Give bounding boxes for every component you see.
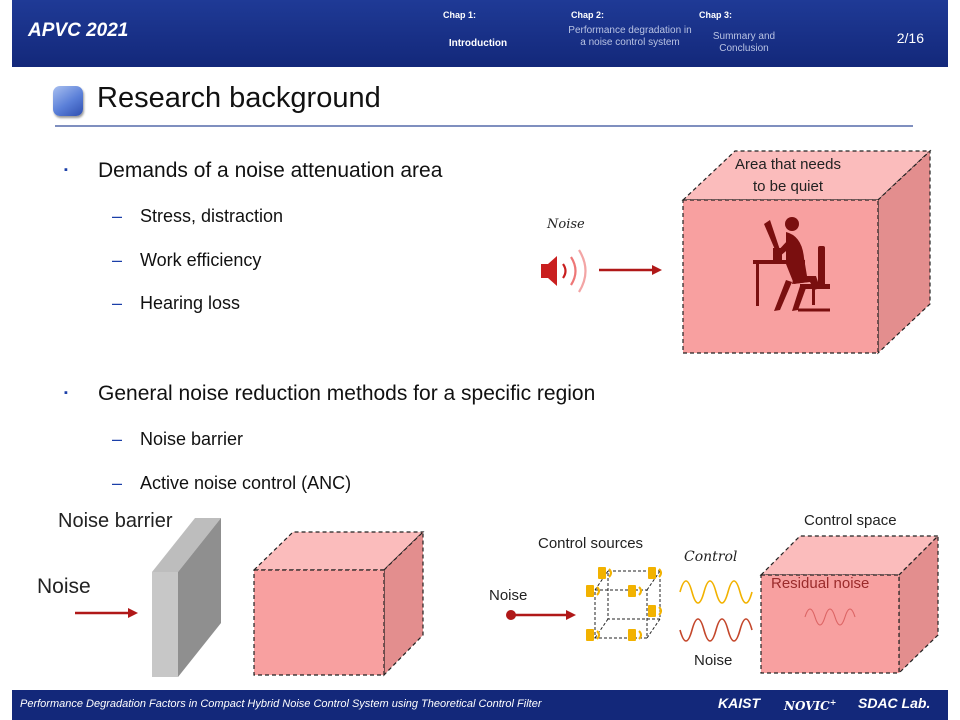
kaist-logo: KAIST — [718, 695, 760, 711]
sdac-lab-logo: SDAC Lab. — [858, 695, 931, 711]
box-front-face — [760, 574, 900, 674]
sub-bullet-1-1: Stress, distraction — [140, 206, 284, 226]
noise-barrier-figure — [75, 518, 425, 677]
residual-noise-label: Residual noise — [771, 575, 870, 592]
sub-bullet-1-3: Hearing loss — [140, 293, 241, 313]
sub-bullet-marker: – — [112, 206, 123, 226]
noise-arrow — [599, 265, 662, 275]
box-front-face — [682, 199, 879, 354]
footer-bar: Performance Degradation Factors in Compa… — [12, 690, 948, 720]
barrier-top — [152, 518, 221, 572]
chapter-2-label: Chap 2: — [571, 10, 605, 20]
footer-paper-title: Performance Degradation Factors in Compa… — [20, 698, 542, 710]
control-space-label: Control space — [804, 512, 897, 529]
sub-bullet-2-1: Noise barrier — [140, 429, 244, 449]
sub-bullet-2-2: Active noise control (ANC) — [140, 473, 352, 493]
quiet-area-figure — [541, 149, 932, 355]
office-worker-icon — [753, 217, 830, 312]
sub-bullet-1-2: Work efficiency — [140, 250, 262, 270]
page-number: 2/16 — [896, 30, 924, 46]
noise-input-arrow — [506, 610, 576, 620]
nav-chapter-1[interactable]: Introduction — [448, 38, 508, 49]
header-bar: APVC 2021 Chap 1: Introduction Chap 2: P… — [12, 0, 948, 67]
control-sources-label: Control sources — [538, 535, 644, 552]
chapter-1-label: Chap 1: — [443, 10, 477, 20]
noise-label-fig2: Noise — [37, 575, 91, 598]
title-square-icon — [53, 86, 83, 116]
residual-wave — [804, 608, 856, 626]
novic-logo: NOVIC+ — [784, 697, 837, 713]
nav-chapter-3[interactable]: Summary and Conclusion — [712, 31, 776, 54]
noise-wave — [679, 618, 753, 642]
control-source-array — [594, 570, 661, 639]
nav-chapter-2[interactable]: Performance degradation in a noise contr… — [568, 25, 692, 48]
bullet-2-text: General noise reduction methods for a sp… — [98, 382, 596, 405]
speaker-icons — [586, 567, 662, 641]
control-wave — [679, 580, 753, 604]
noise-input-label: Noise — [489, 587, 528, 604]
chapter-3-label: Chap 3: — [699, 10, 733, 20]
bullet-1-text: Demands of a noise attenuation area — [98, 159, 443, 182]
quiet-area-label-2: to be quiet — [752, 178, 824, 195]
conference-logo: APVC 2021 — [28, 20, 129, 41]
slide-title: Research background — [97, 82, 381, 114]
title-divider — [55, 125, 913, 127]
sub-bullet-marker: – — [112, 473, 123, 493]
noise-wave-label: Noise — [694, 652, 733, 669]
barrier-side — [178, 518, 221, 677]
sub-bullet-marker: – — [112, 250, 123, 270]
bullet-marker: ▪ — [64, 164, 68, 176]
barrier-front — [152, 572, 178, 677]
noise-arrow — [75, 608, 138, 618]
barrier-title: Noise barrier — [58, 510, 173, 532]
box-front-face — [253, 569, 385, 676]
sub-bullet-marker: – — [112, 293, 123, 313]
quiet-area-label-1: Area that needs — [735, 156, 841, 173]
speaker-icon — [541, 249, 587, 293]
sub-bullet-marker: – — [112, 429, 123, 449]
control-label: Control — [684, 549, 738, 565]
anc-figure — [506, 534, 940, 675]
noise-label-fig1: Noise — [547, 217, 585, 232]
bullet-marker: ▪ — [64, 387, 68, 399]
